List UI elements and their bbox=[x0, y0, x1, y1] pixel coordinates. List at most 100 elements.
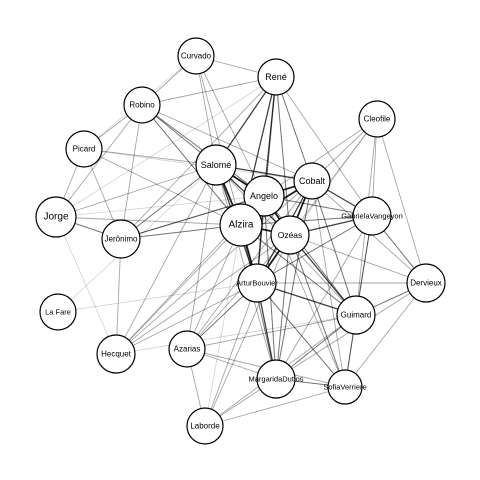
node-cleofile[interactable]: Cleofile bbox=[358, 100, 396, 138]
node-circle bbox=[219, 203, 263, 247]
node-sofiaverriere[interactable]: SofiaVerriere bbox=[323, 369, 367, 405]
node-cobalt[interactable]: Cobalt bbox=[293, 162, 331, 200]
node-label: MargaridaDutlos bbox=[248, 375, 303, 384]
node-label: Alzira bbox=[228, 220, 253, 231]
edge-picard-salome bbox=[83, 148, 217, 166]
node-circle bbox=[256, 359, 296, 399]
edge-dervieux-ozeas bbox=[289, 234, 427, 284]
edge-arturbouvier-laborde bbox=[204, 282, 258, 427]
edge-rene-jorge bbox=[55, 76, 277, 218]
edge-lafare-arturbouvier bbox=[57, 282, 258, 313]
node-salome[interactable]: Salomé bbox=[195, 144, 237, 186]
node-circle bbox=[186, 407, 224, 445]
node-label: Jorge bbox=[43, 212, 68, 223]
edge-jeronimo-robino bbox=[120, 104, 143, 240]
node-circle bbox=[358, 100, 396, 138]
edge-cleofile-dervieux bbox=[376, 118, 427, 284]
node-label: René bbox=[265, 72, 287, 82]
edge-hecquet-guimard bbox=[115, 314, 357, 355]
node-label: La Fare bbox=[45, 308, 71, 317]
node-arturbouvier[interactable]: ArturBouvier bbox=[236, 263, 278, 303]
node-circle bbox=[39, 293, 77, 331]
node-gabrielavangeyon[interactable]: GabrielaVangeyon bbox=[341, 196, 403, 236]
edge-jeronimo-angelo bbox=[120, 195, 265, 240]
node-circle bbox=[270, 215, 310, 255]
node-robino[interactable]: Robino bbox=[123, 86, 161, 124]
edge-hecquet-ozeas bbox=[115, 234, 291, 355]
node-label: Jerônimo bbox=[105, 235, 138, 244]
edge-ozeas-sofiaverriere bbox=[289, 234, 346, 388]
node-circle bbox=[237, 263, 277, 303]
node-circle bbox=[195, 144, 237, 186]
edge-arturbouvier-sofiaverriere bbox=[256, 282, 346, 388]
edge-ozeas-margaridadutlos bbox=[275, 234, 291, 380]
edge-alzira-azarias bbox=[186, 224, 242, 350]
edge-cobalt-margaridadutlos bbox=[275, 180, 313, 380]
node-hecquet[interactable]: Hecquet bbox=[96, 334, 136, 374]
edge-guimard-cobalt bbox=[311, 180, 357, 316]
node-circle bbox=[243, 175, 285, 217]
node-circle bbox=[168, 330, 206, 368]
node-alzira[interactable]: Alzira bbox=[219, 203, 263, 247]
node-label: Laborde bbox=[190, 422, 220, 431]
node-label: Picard bbox=[73, 145, 96, 154]
edge-laborde-ozeas bbox=[204, 234, 291, 427]
edge-jorge-salome bbox=[55, 164, 217, 218]
edge-picard-alzira bbox=[83, 148, 242, 226]
edge-gabrielavangeyon-margaridadutlos bbox=[275, 215, 373, 380]
edge-alzira-hecquet bbox=[115, 224, 242, 355]
node-circle bbox=[336, 295, 376, 335]
edge-curvado-alzira bbox=[195, 55, 242, 226]
edge-robino-rene bbox=[141, 76, 277, 106]
node-label: Angelo bbox=[250, 191, 278, 201]
edge-cleofile-ozeas bbox=[289, 118, 378, 236]
edge-cobalt-sofiaverriere bbox=[311, 180, 346, 388]
node-lafare[interactable]: La Fare bbox=[39, 293, 77, 331]
edge-cleofile-angelo bbox=[263, 118, 378, 197]
node-label: Guimard bbox=[341, 311, 372, 320]
node-ozeas[interactable]: Ozéas bbox=[270, 215, 310, 255]
node-guimard[interactable]: Guimard bbox=[336, 295, 376, 335]
node-label: SofiaVerriere bbox=[323, 383, 366, 392]
edge-curvado-angelo bbox=[195, 55, 265, 197]
edge-robino-cobalt bbox=[141, 104, 313, 182]
edge-salome-azarias bbox=[186, 164, 217, 350]
edge-jorge-angelo bbox=[55, 195, 265, 218]
node-angelo[interactable]: Angelo bbox=[243, 175, 285, 217]
node-label: Ozéas bbox=[278, 230, 303, 240]
node-curvado[interactable]: Curvado bbox=[177, 37, 215, 75]
edge-rene-gabrielavangeyon bbox=[275, 76, 373, 217]
edge-hecquet-cobalt bbox=[115, 180, 313, 355]
node-label: Curvado bbox=[181, 52, 212, 61]
node-label: GabrielaVangeyon bbox=[341, 212, 403, 221]
edge-jorge-alzira bbox=[55, 216, 242, 226]
node-circle bbox=[101, 219, 141, 259]
node-dervieux[interactable]: Dervieux bbox=[406, 263, 446, 303]
node-circle bbox=[177, 37, 215, 75]
node-picard[interactable]: Picard bbox=[65, 130, 103, 168]
node-jorge[interactable]: Jorge bbox=[35, 196, 77, 238]
edge-guimard-angelo bbox=[263, 195, 357, 316]
node-label: Robino bbox=[129, 101, 155, 110]
node-rene[interactable]: René bbox=[257, 58, 295, 96]
edge-robino-alzira bbox=[141, 104, 242, 226]
node-margaridadutlos[interactable]: MargaridaDutlos bbox=[248, 359, 304, 399]
node-label: Salomé bbox=[201, 160, 232, 170]
edge-arturbouvier-hecquet bbox=[115, 282, 258, 355]
node-label: Azarias bbox=[174, 345, 201, 354]
edge-laborde-alzira bbox=[204, 224, 242, 427]
edge-guimard-azarias bbox=[186, 314, 357, 350]
node-azarias[interactable]: Azarias bbox=[168, 330, 206, 368]
edge-azarias-ozeas bbox=[186, 234, 291, 350]
edge-jorge-robino bbox=[55, 104, 143, 218]
node-laborde[interactable]: Laborde bbox=[186, 407, 224, 445]
node-circle bbox=[327, 369, 363, 405]
node-circle bbox=[293, 162, 331, 200]
node-circle bbox=[257, 58, 295, 96]
edge-guimard-alzira bbox=[240, 224, 357, 316]
node-jeronimo[interactable]: Jerônimo bbox=[101, 219, 141, 259]
node-label: Hecquet bbox=[101, 350, 132, 359]
node-label: Cobalt bbox=[299, 176, 326, 186]
